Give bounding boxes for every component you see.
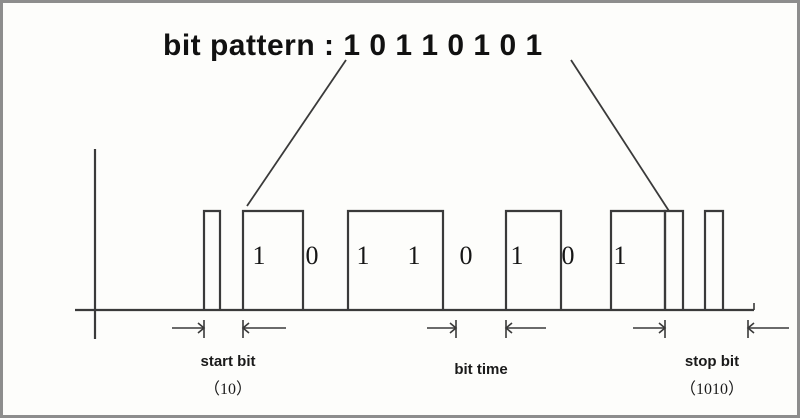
figure-canvas: bit pattern : 1 0 1 1 0 1 0 1 1 0 1 1 0 … bbox=[3, 3, 797, 415]
wave-digit: 1 bbox=[356, 241, 370, 270]
dimension-bit-time bbox=[427, 320, 546, 338]
wave-digit: 1 bbox=[252, 241, 266, 270]
bit-boundary-ticks bbox=[203, 303, 755, 310]
leader-line-left bbox=[246, 59, 347, 207]
stop-bit-label: stop bit bbox=[684, 353, 740, 370]
bit-time-label: bit time bbox=[454, 361, 508, 378]
leader-line-right bbox=[570, 59, 670, 212]
wave-digit: 0 bbox=[305, 241, 319, 270]
timing-diagram-svg bbox=[75, 59, 789, 339]
wave-digit: 1 bbox=[613, 241, 627, 270]
start-bit-label: start bit bbox=[200, 353, 256, 370]
dimension-start-bit bbox=[172, 320, 286, 338]
wave-digit: 0 bbox=[561, 241, 575, 270]
figure-title: bit pattern : 1 0 1 1 0 1 0 1 bbox=[163, 29, 543, 62]
data-pulse-b0 bbox=[241, 209, 305, 310]
wave-digit: 0 bbox=[459, 241, 473, 270]
dimension-stop-bit bbox=[633, 320, 789, 338]
wave-digit: 1 bbox=[510, 241, 524, 270]
stop-pulse-a bbox=[663, 209, 685, 310]
wave-digit: 1 bbox=[407, 241, 421, 270]
start-bit-sublabel: （10） bbox=[203, 381, 252, 398]
data-pulse-b2 bbox=[346, 209, 445, 310]
start-pulse bbox=[202, 209, 222, 310]
stop-pulse-b bbox=[703, 209, 725, 310]
stop-bit-sublabel: （1010） bbox=[679, 381, 744, 398]
data-pulse-b4 bbox=[504, 209, 563, 310]
